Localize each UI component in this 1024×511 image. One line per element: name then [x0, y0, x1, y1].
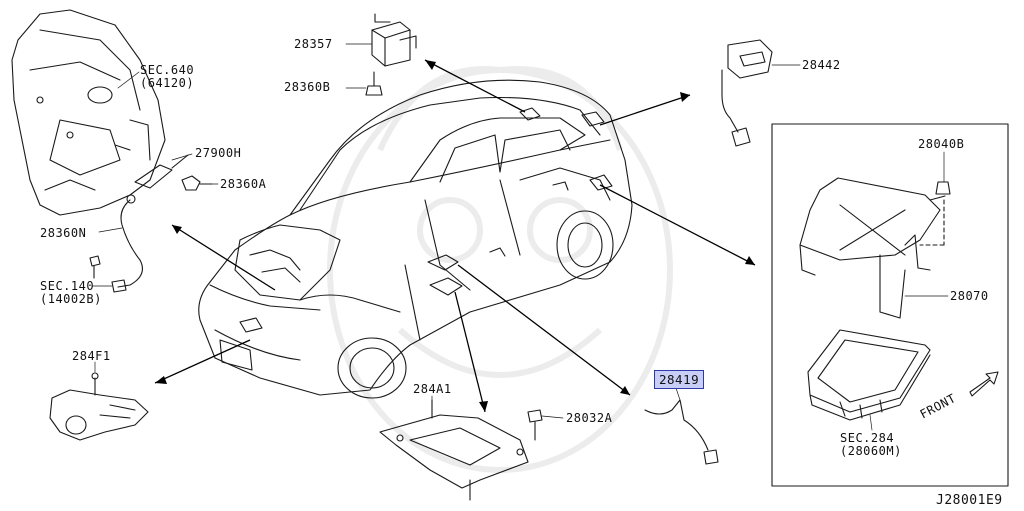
label-27900h[interactable]: 27900H	[195, 146, 242, 160]
label-28360n[interactable]: 28360N	[40, 226, 87, 240]
label-28360a[interactable]: 28360A	[220, 177, 267, 191]
diagram-code: J28001E9	[936, 493, 1003, 508]
label-sec284-line2: (28060M)	[840, 444, 902, 458]
label-sec284: SEC.284 (28060M)	[840, 432, 902, 458]
bracket-284f1-drawing	[49, 372, 149, 441]
label-28442[interactable]: 28442	[802, 58, 841, 72]
label-sec640: SEC.640 (64120)	[140, 64, 194, 90]
module-28357-drawing	[371, 13, 417, 67]
plate-284a1-drawing	[379, 399, 529, 501]
label-28032a[interactable]: 28032A	[566, 411, 613, 425]
label-sec140-line1: SEC.140	[40, 279, 95, 293]
control-unit-drawing	[807, 329, 931, 421]
sensor-28442-drawing	[721, 39, 773, 147]
front-arrow-icon	[969, 371, 999, 397]
bracket-28070-drawing	[799, 177, 951, 319]
bolt-28360a-drawing	[181, 175, 213, 191]
vehicle-drawing	[198, 79, 633, 399]
screw-28360b-drawing	[365, 71, 383, 96]
harness-28419-drawing	[644, 399, 719, 465]
label-28040b[interactable]: 28040B	[918, 137, 965, 151]
label-28419-highlighted[interactable]: 28419	[654, 370, 705, 389]
label-284f1[interactable]: 284F1	[72, 349, 111, 363]
label-28360b[interactable]: 28360B	[284, 80, 331, 94]
label-sec640-line2: (64120)	[140, 76, 195, 90]
bracket-27900h-drawing	[134, 154, 189, 189]
label-sec140-line2: (14002B)	[40, 292, 102, 306]
detail-inset-box	[771, 123, 1009, 487]
car-parts-markers	[239, 107, 613, 333]
label-28070[interactable]: 28070	[950, 289, 989, 303]
pointer-arrows	[154, 59, 756, 413]
label-sec140: SEC.140 (14002B)	[40, 280, 102, 306]
harness-28360n-drawing	[89, 194, 143, 293]
watermark-logo	[327, 66, 673, 473]
leader-lines	[91, 43, 949, 431]
label-sec640-line1: SEC.640	[140, 63, 195, 77]
label-sec284-line1: SEC.284	[840, 431, 895, 445]
label-28357[interactable]: 28357	[294, 37, 333, 51]
label-284a1[interactable]: 284A1	[413, 382, 452, 396]
bolt-28032a-drawing	[527, 409, 543, 441]
